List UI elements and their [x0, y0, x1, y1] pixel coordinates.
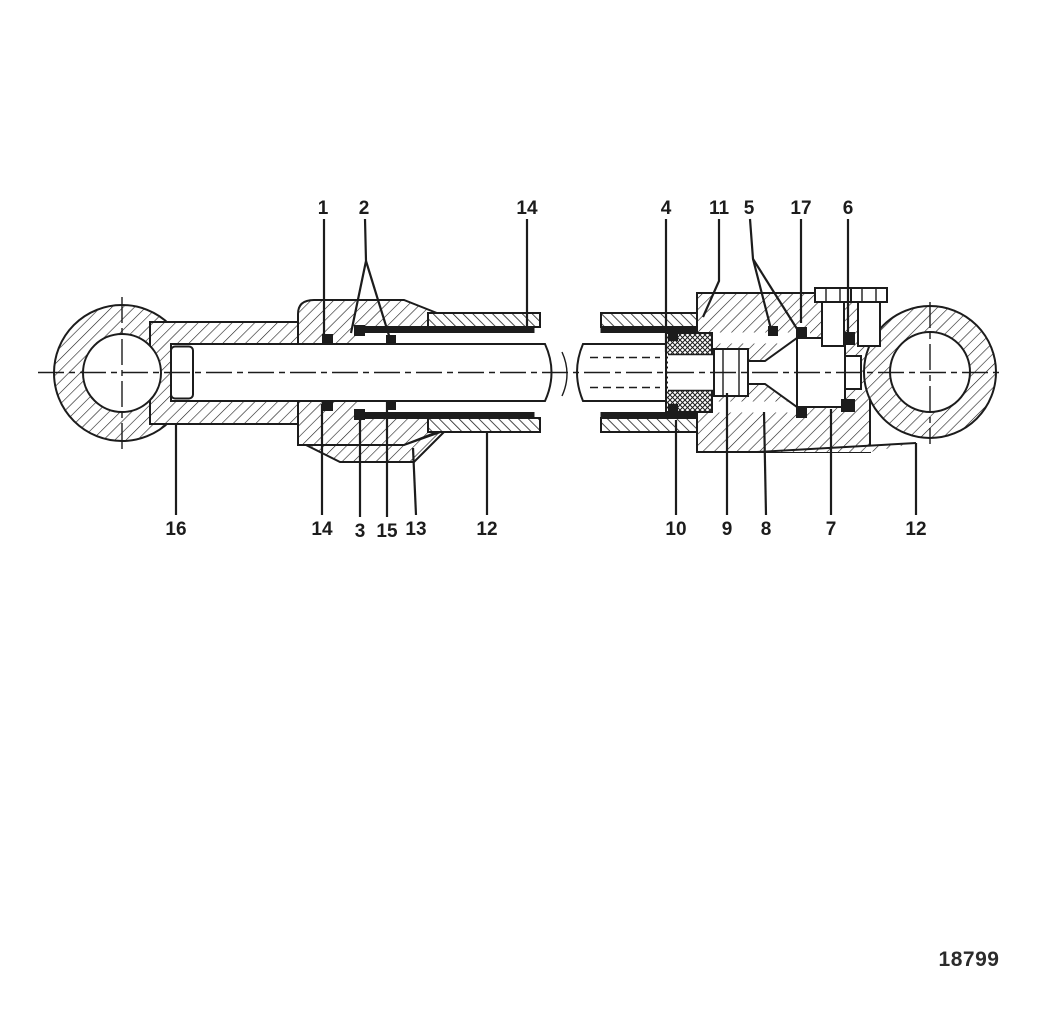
- rod-left-section: [170, 343, 553, 402]
- seal-ring: [841, 399, 855, 412]
- callout-label-9: 9: [722, 519, 733, 540]
- bore-gap-top: [358, 332, 450, 344]
- seal-ring: [386, 400, 396, 410]
- mounting-bolts: [814, 287, 888, 347]
- outer-tube-bottom-right: [600, 417, 702, 433]
- rod-channel-lines: [668, 353, 716, 392]
- callout-label-5: 5: [744, 198, 755, 219]
- seal-ring: [322, 334, 333, 345]
- callout-label-8: 8: [761, 519, 772, 540]
- seal-ring: [796, 327, 807, 338]
- callout-label-4: 4: [661, 198, 672, 219]
- callout-label-7: 7: [826, 519, 837, 540]
- outer-tube-top-right: [600, 312, 702, 328]
- seal-ring: [668, 331, 678, 341]
- callout-label-1: 1: [318, 198, 329, 219]
- callout-label-12: 12: [476, 519, 497, 540]
- callout-label-14: 14: [311, 519, 333, 540]
- callout-label-12: 12: [905, 519, 926, 540]
- callout-label-11: 11: [709, 198, 730, 219]
- callout-leader-5: [752, 258, 800, 333]
- seal-ring: [768, 326, 778, 336]
- head-bore-slot-top: [712, 332, 810, 344]
- outer-tube-bottom-left: [427, 417, 541, 433]
- callout-label-2: 2: [359, 198, 370, 219]
- head-bottom-contour: [756, 442, 917, 453]
- bolt-shaft: [821, 301, 845, 347]
- callout-label-13: 13: [405, 519, 426, 540]
- callout-label-3: 3: [355, 521, 366, 542]
- bolt-head: [850, 287, 888, 303]
- rod-break-mark: [561, 351, 568, 397]
- bolt-shaft: [857, 301, 881, 347]
- callout-leader-11: [701, 219, 721, 318]
- callout-label-14: 14: [516, 198, 538, 219]
- callout-label-17: 17: [790, 198, 811, 219]
- outer-tube-top-left: [427, 312, 541, 328]
- callout-leader-8: [762, 411, 768, 516]
- bolt-head-facets: [825, 288, 877, 302]
- head-bore-slot-bottom: [712, 401, 810, 413]
- callout-label-15: 15: [376, 521, 398, 542]
- rod-thread-lines: [590, 356, 660, 389]
- bolt-head: [814, 287, 852, 303]
- seal-ring: [668, 404, 678, 414]
- callout-label-16: 16: [165, 519, 186, 540]
- callout-leader-2: [364, 260, 393, 343]
- seal-ring: [354, 325, 365, 336]
- seal-ring: [796, 407, 807, 418]
- seal-ring: [322, 400, 333, 411]
- callout-label-6: 6: [843, 198, 854, 219]
- bore-gap-bottom: [358, 401, 450, 413]
- callout-leader-13: [411, 447, 418, 516]
- centerlines: [38, 297, 1004, 451]
- part-number: 18799: [938, 948, 1000, 971]
- callout-label-10: 10: [665, 519, 686, 540]
